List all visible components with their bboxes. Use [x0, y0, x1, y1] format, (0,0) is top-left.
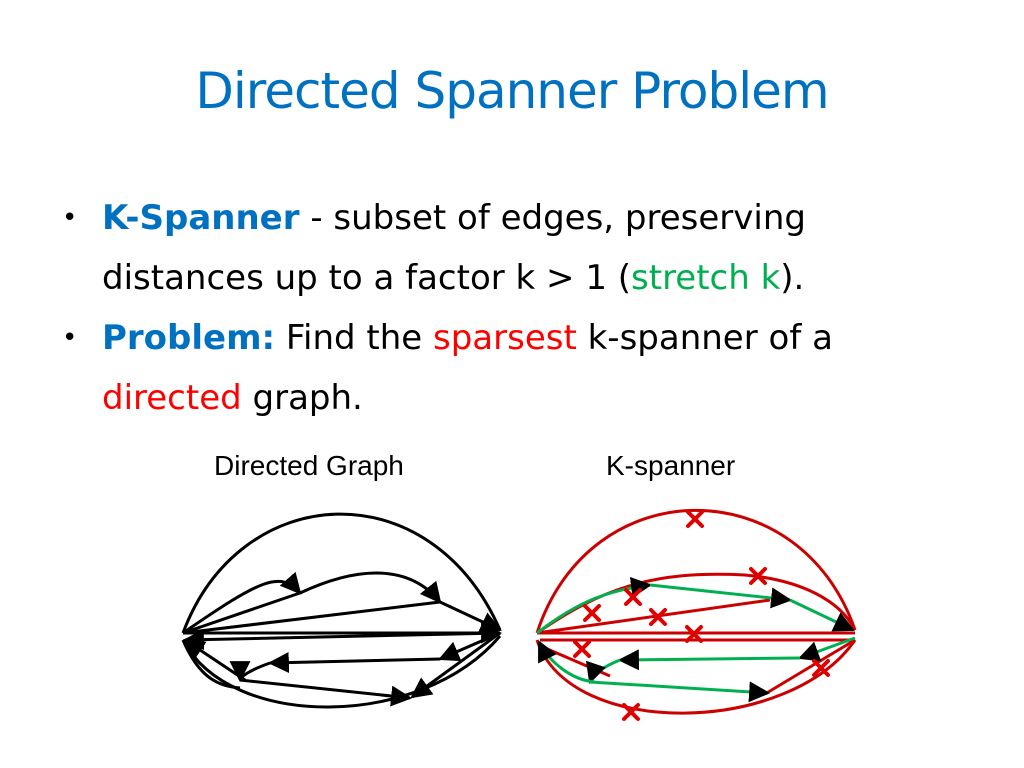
kept-edge: [649, 583, 793, 609]
removed-edge: [535, 508, 857, 634]
cross-icon: [686, 510, 704, 528]
cross-icon: [685, 625, 703, 643]
problem-text-middle: k-spanner of a: [576, 318, 833, 358]
bullet-icon: •: [62, 323, 78, 353]
edge: [229, 661, 271, 683]
cross-icon: [649, 608, 667, 626]
kspanner-text: - subset of edges, preserving distances …: [102, 198, 806, 298]
edge: [182, 571, 302, 635]
edge: [182, 600, 441, 635]
bullet-problem: • Problem: Find the sparsest k-spanner o…: [62, 308, 962, 428]
edge: [181, 639, 241, 690]
cross-icon: [812, 659, 830, 677]
edge: [439, 600, 502, 632]
removed-edge: [764, 638, 856, 696]
cross-icon: [749, 567, 767, 585]
edge: [182, 629, 501, 651]
kept-edge: [617, 649, 801, 671]
cross-icon: [583, 604, 601, 622]
left-graph-caption: Directed Graph: [214, 450, 404, 481]
edge: [181, 635, 502, 709]
problem-text: Find the: [275, 318, 434, 358]
bullet-list: • K-Spanner - subset of edges, preservin…: [62, 188, 962, 428]
kept-edge: [589, 680, 771, 703]
removed-edge: [536, 598, 771, 635]
kept-edge: [789, 598, 855, 632]
kept-edge: [798, 636, 856, 662]
cross-icon: [622, 703, 640, 721]
edge: [183, 638, 246, 682]
bullet-kspanner: • K-Spanner - subset of edges, preservin…: [62, 188, 962, 308]
directed-word: directed: [102, 378, 242, 418]
cross-icon: [573, 640, 591, 658]
edge: [299, 571, 442, 604]
right-graph-caption: K-spanner: [606, 450, 736, 481]
term-kspanner: K-Spanner: [102, 198, 300, 238]
stretch-k: stretch k: [631, 258, 781, 298]
edge: [181, 512, 502, 634]
slide-title: Directed Spanner Problem: [195, 62, 829, 120]
kspanner-text-end: ).: [780, 258, 805, 298]
k-spanner-graph: [535, 508, 857, 715]
removed-edge: [535, 639, 857, 715]
cross-icon: [624, 588, 642, 606]
kept-edge: [537, 640, 596, 684]
edge: [182, 591, 301, 635]
bullet-icon: •: [62, 203, 78, 233]
edge: [438, 631, 501, 662]
sparsest-word: sparsest: [433, 318, 577, 358]
directed-graph: [181, 512, 503, 709]
removed-edge-marks: [573, 510, 830, 721]
kept-edge: [536, 576, 653, 635]
kept-edge: [586, 658, 621, 684]
edge: [267, 652, 441, 674]
term-problem: Problem:: [102, 318, 276, 358]
edge: [239, 678, 413, 707]
problem-text-end: graph.: [241, 378, 363, 418]
